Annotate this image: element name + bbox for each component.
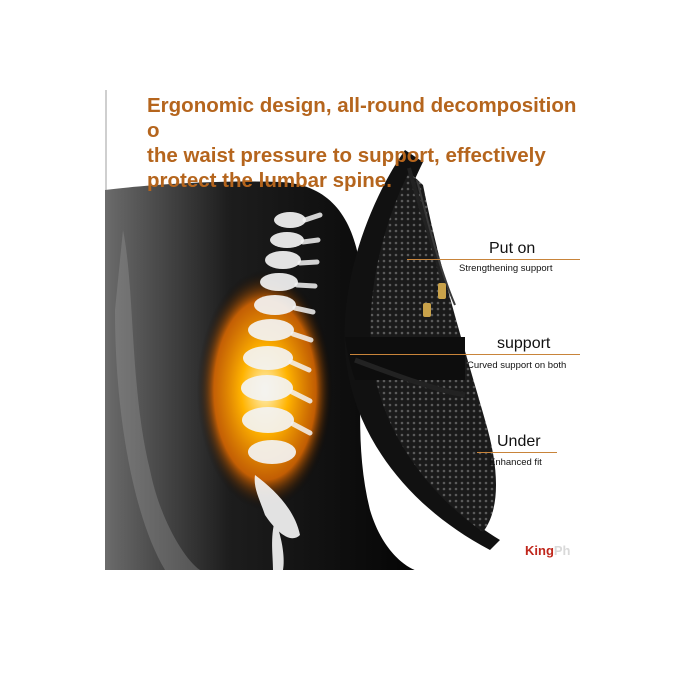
callout-title: Under [497, 433, 541, 450]
product-image: Ergonomic design, all-round decompositio… [105, 90, 580, 570]
buckle-2 [423, 303, 431, 317]
brand-part-1: King [525, 543, 554, 558]
callout-title: support [497, 335, 551, 352]
buckle-1 [438, 283, 446, 299]
spine [241, 212, 306, 570]
brand-part-2: Ph [553, 543, 571, 558]
headline: Ergonomic design, all-round decompositio… [147, 94, 577, 192]
brand-logo: KingPh [525, 543, 571, 558]
callout-line [477, 452, 557, 453]
support-strap [416, 179, 456, 306]
callout-line [350, 354, 580, 355]
support-cross-bar [354, 357, 466, 398]
spine-processes [288, 212, 323, 436]
callout-subtitle: Strengthening support [459, 263, 553, 274]
torso-highlight [115, 230, 200, 570]
support-strap-top [407, 167, 447, 296]
callout-subtitle: Enhanced fit [489, 457, 542, 468]
callout-subtitle: Curved support on both [467, 360, 567, 371]
callout-line [407, 259, 580, 260]
support-band [345, 337, 465, 380]
callout-title: Put on [489, 240, 536, 257]
back-support-illustration [105, 150, 500, 570]
